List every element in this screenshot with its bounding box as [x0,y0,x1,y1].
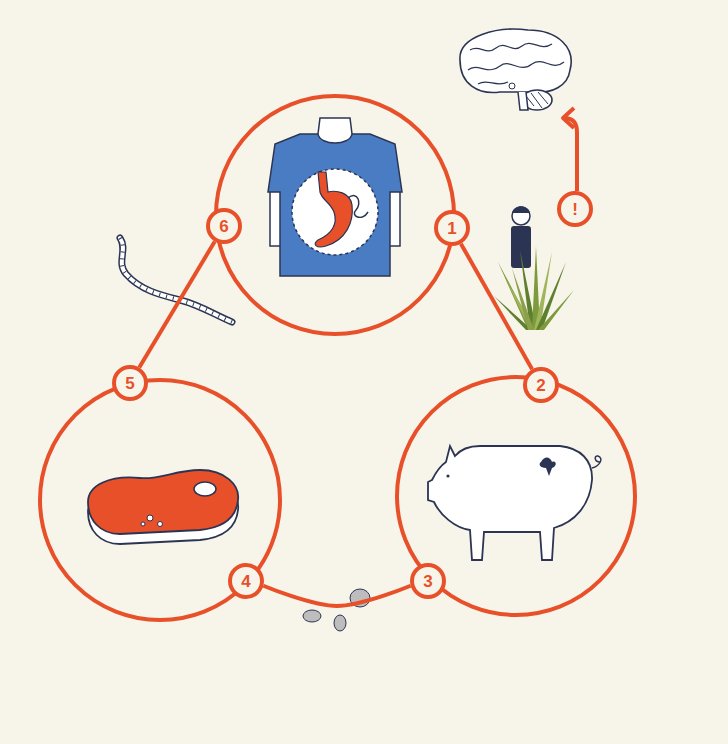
callout-number: 2 [536,377,545,394]
brain-arrow [564,118,577,191]
step-number-circle: 5 [112,365,148,401]
brain-fold [468,62,564,70]
grass-blade [512,268,534,330]
meat-circle [40,380,280,620]
step-number-circle: 4 [228,563,264,599]
human-shirt [268,134,402,276]
person-in-grass [494,206,574,330]
brain-fold [478,82,508,84]
callout-number: ! [572,201,578,218]
callout-number: 3 [423,573,432,590]
person-head [512,207,530,225]
steak-bone [194,482,216,496]
brain-fold [470,43,552,50]
callout-number: 4 [241,573,250,590]
brain-arrowhead [563,108,574,128]
eggs-stones [303,589,370,631]
cyst-dot [158,522,163,527]
pig-eye [446,474,449,477]
stone [334,615,346,631]
step-number-circle: 2 [523,367,559,403]
human-neck [318,118,352,143]
host-circle [216,96,454,334]
cycle-connector [461,244,532,370]
cycle-connector [139,241,215,367]
steak-top [88,470,238,534]
cyst-dot [141,522,145,526]
pig-body [428,446,592,560]
cycle-connector [263,586,410,606]
pig-circle [397,377,635,615]
callout-number: 1 [447,220,456,237]
circle-shape [208,210,240,242]
step-number-circle: 3 [410,563,446,599]
cerebellum-hatch [526,92,548,108]
circle-shape [436,212,468,244]
grass-blade [538,290,574,330]
callout-number: 5 [125,375,134,392]
step-number-circle: 6 [206,208,242,244]
circle-shape [412,565,444,597]
brain [460,29,571,110]
tapeworm-in-gut [348,196,368,218]
stomach-inset [292,169,378,255]
brain-cerebrum [460,29,571,92]
circle-shape [559,193,591,225]
human-figure [268,118,402,276]
pig [428,446,601,560]
cyst-dot [147,515,153,521]
circle-shape [525,369,557,401]
brain-stem [518,92,528,110]
step-number-circle: 1 [434,210,470,246]
callout-number: 6 [219,218,228,235]
person-body [511,226,531,268]
brain-cyst [509,83,515,89]
circle-shape [230,565,262,597]
meat-steak [88,470,238,544]
person-hair [512,206,530,213]
cyst-mark [540,458,556,477]
stomach [315,172,352,247]
circle-shape [114,367,146,399]
step-number-circle: ! [557,191,593,227]
stone [303,610,321,622]
pig-tail [592,456,601,468]
